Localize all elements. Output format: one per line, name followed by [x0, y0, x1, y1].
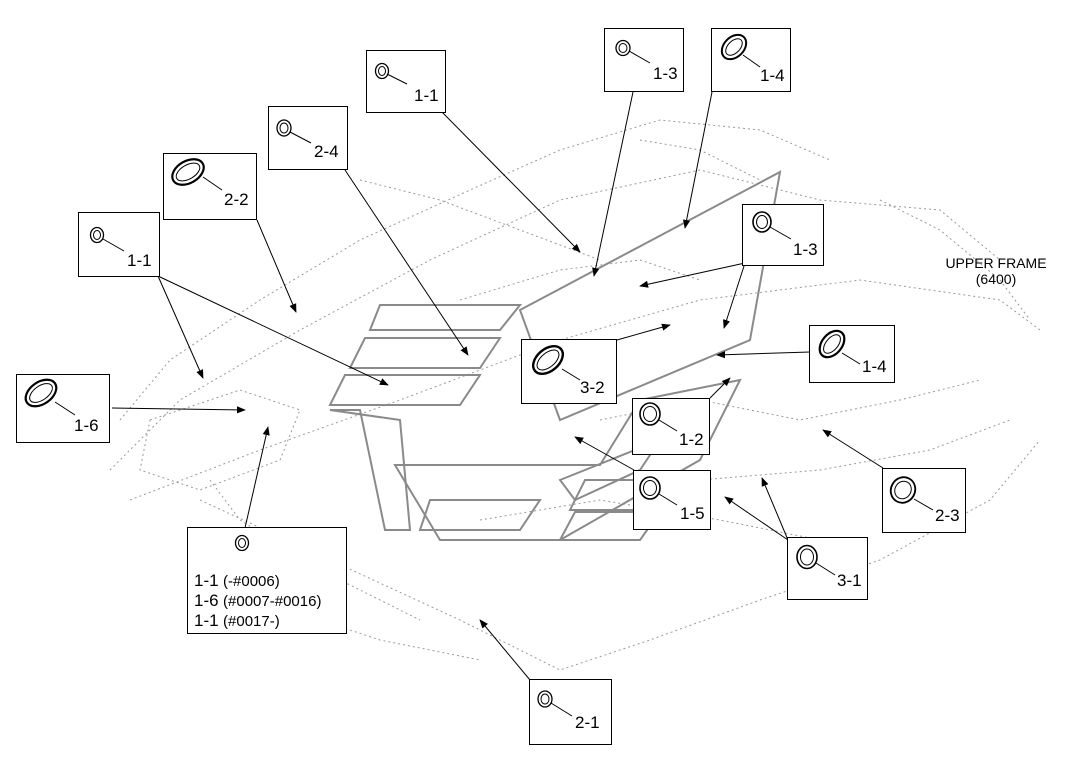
- callout-label: 1-1: [127, 251, 152, 270]
- leader-1-3-top: [592, 91, 634, 277]
- callout-2-1: 2-1: [529, 679, 612, 745]
- leader-1-5: [574, 436, 635, 471]
- callout-label: 1-3: [653, 64, 678, 83]
- leader-2-2: [256, 219, 297, 313]
- callout-label: 1-6: [74, 416, 99, 435]
- callout-1-4-right: 1-4: [809, 325, 895, 383]
- oval-grommet-icon: [818, 329, 861, 365]
- oval-grommet-icon: [171, 158, 223, 191]
- oval-grommet-icon: [720, 33, 761, 68]
- leader-1-1-top: [439, 109, 581, 253]
- note-line-1: 1-1 (-#0006): [194, 571, 280, 590]
- round-grommet-icon: [276, 119, 312, 144]
- frame-name: UPPER FRAME: [945, 255, 1047, 271]
- callout-label: 2-1: [575, 713, 600, 732]
- round-grommet-icon: [234, 534, 250, 552]
- leader-1-1-left-b: [157, 275, 389, 386]
- round-grommet-icon: [639, 402, 678, 432]
- round-grommet-icon: [615, 39, 651, 64]
- round-grommet-icon: [796, 544, 836, 576]
- round-grommet-icon: [374, 62, 408, 85]
- oval-grommet-icon: [531, 345, 581, 381]
- note-line-2: 1-6 (#0007-#0016): [194, 591, 322, 610]
- leader-note: [244, 426, 270, 529]
- callout-label: 3-1: [837, 571, 862, 590]
- callout-1-3-top: 1-3: [604, 28, 684, 92]
- callout-label: 1-5: [680, 504, 705, 523]
- callout-3-2: 3-2: [521, 339, 617, 404]
- leader-1-4-right: [716, 351, 811, 359]
- leader-1-3-right-a: [639, 262, 746, 288]
- round-grommet-icon: [639, 476, 678, 506]
- callout-label: 2-3: [935, 506, 960, 525]
- round-grommet-icon: [889, 476, 934, 511]
- leader-3-2: [616, 323, 671, 341]
- callout-label: 1-4: [760, 66, 785, 85]
- serial-note-box: 1-1 (-#0006) 1-6 (#0007-#0016) 1-1 (#001…: [187, 527, 347, 634]
- callout-1-1-left: 1-1: [78, 212, 160, 277]
- callout-label: 3-2: [580, 378, 605, 397]
- callout-3-1: 3-1: [787, 537, 868, 600]
- leader-2-3: [822, 429, 884, 469]
- leader-2-4: [344, 169, 469, 356]
- callout-label: 2-4: [314, 142, 339, 161]
- leader-1-2: [709, 377, 731, 399]
- callout-label: 2-2: [224, 190, 249, 209]
- leader-2-1: [479, 619, 531, 681]
- oval-grommet-icon: [24, 378, 76, 416]
- callout-1-1-top: 1-1: [366, 50, 446, 113]
- leader-1-6: [111, 406, 246, 414]
- callout-1-3-right: 1-3: [742, 204, 824, 266]
- leader-1-4-top: [683, 91, 713, 229]
- callout-2-2: 2-2: [163, 153, 257, 220]
- callout-1-4-top: 1-4: [711, 28, 791, 92]
- frame-code: (6400): [975, 271, 1017, 287]
- leader-1-1-left-a: [157, 275, 204, 379]
- note-line-3: 1-1 (#0017-): [194, 611, 280, 630]
- callout-2-3: 2-3: [882, 468, 966, 533]
- callout-label: 1-1: [414, 86, 439, 105]
- callout-label: 1-4: [862, 357, 887, 376]
- callout-1-6: 1-6: [16, 374, 110, 443]
- round-grommet-icon: [89, 226, 125, 252]
- leader-3-1-a: [724, 496, 789, 541]
- round-grommet-icon: [752, 211, 792, 240]
- callout-label: 1-2: [679, 430, 704, 449]
- callout-2-4: 2-4: [268, 106, 348, 170]
- upper-frame-label: UPPER FRAME (6400): [933, 255, 1059, 287]
- callout-label: 1-3: [793, 240, 818, 259]
- callout-1-5: 1-5: [633, 470, 711, 530]
- round-grommet-icon: [537, 690, 573, 717]
- leader-1-3-right-b: [723, 262, 746, 329]
- callout-1-2: 1-2: [632, 398, 710, 455]
- leader-3-1-b: [761, 477, 789, 541]
